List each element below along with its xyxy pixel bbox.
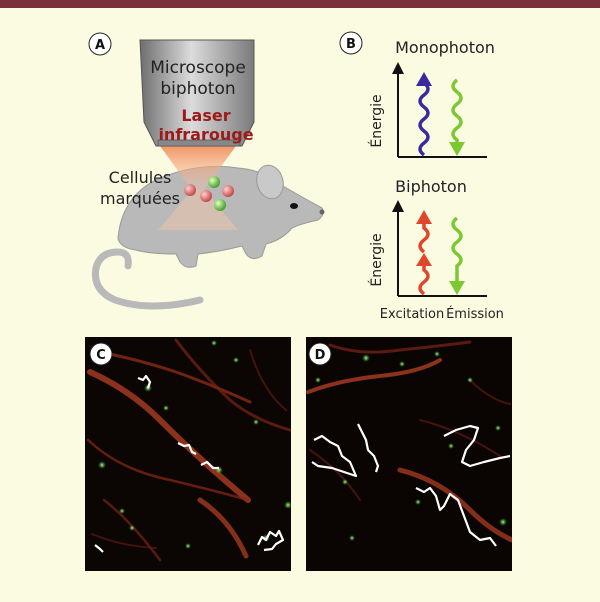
blood-vessels-d bbox=[306, 340, 512, 543]
cell-red bbox=[200, 190, 212, 202]
laser-beam bbox=[160, 146, 236, 190]
fluorescent-cells-c bbox=[98, 340, 291, 549]
laser-label-line1: Laser bbox=[181, 106, 230, 125]
mouse-illustration bbox=[91, 164, 325, 310]
panel-letter-badge bbox=[88, 32, 112, 56]
monophoton-yaxis-label: Énergie bbox=[368, 94, 385, 147]
blood-vessels-c bbox=[86, 338, 291, 562]
panel-d-letter: D bbox=[315, 348, 326, 363]
mono-emission-arrowhead bbox=[449, 142, 465, 156]
cell-tracks-d bbox=[311, 423, 511, 547]
microscope-objective bbox=[139, 39, 255, 147]
bi-excitation-arrow-2 bbox=[418, 222, 430, 254]
mouse-ear bbox=[256, 164, 284, 200]
panel-c-letter: C bbox=[96, 348, 106, 363]
microscope-label-line2: biphoton bbox=[160, 79, 235, 99]
cells-label-line1: Cellules bbox=[109, 168, 172, 187]
mono-excitation-arrowhead bbox=[416, 72, 432, 86]
biphoton-axes bbox=[392, 200, 487, 297]
top-bar bbox=[0, 0, 600, 8]
cell-red bbox=[184, 184, 196, 196]
monophoton-title: Monophoton bbox=[395, 38, 495, 57]
mouse-tail bbox=[91, 248, 204, 310]
cell-green bbox=[214, 199, 226, 211]
bi-excitation-arrowhead-1 bbox=[416, 253, 432, 266]
mono-excitation-arrow bbox=[418, 81, 430, 157]
biphoton-title: Biphoton bbox=[395, 177, 467, 196]
panel-d: D bbox=[306, 337, 512, 571]
laser-label-line2: infrarouge bbox=[158, 125, 253, 144]
bi-excitation-arrowhead-2 bbox=[416, 210, 432, 224]
panel-a-letter: A bbox=[95, 38, 105, 53]
xaxis-excitation-label: Excitation bbox=[380, 307, 444, 322]
mouse-eye bbox=[290, 203, 298, 209]
panel-a: A Microscope biphoton Laser infrarouge bbox=[88, 32, 325, 310]
xaxis-emission-label: Émission bbox=[446, 306, 504, 322]
panel-b: B Monophoton Énergie Biphoton Énergie bbox=[339, 31, 504, 322]
panel-c: C bbox=[85, 337, 291, 571]
laser-beam-lower bbox=[158, 190, 238, 230]
monophoton-axes bbox=[392, 62, 487, 158]
panel-b-letter: B bbox=[346, 37, 356, 52]
bi-emission-arrowhead bbox=[449, 281, 465, 295]
cell-green bbox=[208, 176, 220, 188]
cell-red bbox=[222, 185, 234, 197]
micrograph-c bbox=[85, 337, 291, 571]
labelled-cells bbox=[184, 176, 234, 211]
bi-emission-arrow bbox=[451, 216, 463, 282]
fluorescent-cells-d bbox=[315, 351, 507, 541]
microscope-label-line1: Microscope bbox=[150, 58, 246, 78]
mono-emission-arrow bbox=[451, 78, 463, 143]
biphoton-yaxis-label: Énergie bbox=[368, 233, 385, 286]
bi-excitation-arrow-1 bbox=[418, 264, 430, 296]
cell-tracks-c bbox=[94, 374, 285, 553]
cells-label-line2: marquées bbox=[100, 189, 180, 208]
mouse-nose bbox=[319, 209, 325, 215]
